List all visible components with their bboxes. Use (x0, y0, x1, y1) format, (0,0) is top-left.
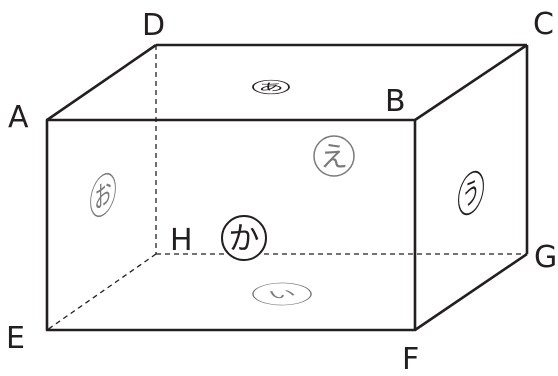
vertex-labels: A B C D E F G H (6, 7, 557, 376)
vertex-label-F: F (402, 342, 419, 376)
edge-GF (414, 252, 528, 332)
vertex-label-D: D (142, 8, 165, 43)
edge-HE (46, 253, 157, 331)
vertex-label-G: G (534, 240, 557, 275)
hidden-edges (46, 45, 527, 331)
face-label-left: お (90, 172, 116, 218)
face-label-top-text: あ (258, 81, 284, 93)
face-label-front-text: か (229, 221, 260, 257)
face-label-top: あ (252, 79, 290, 95)
face-label-bottom: い (252, 282, 312, 306)
face-label-left-text: お (94, 174, 111, 217)
face-label-back-text: え (320, 140, 348, 173)
face-label-right-text: う (462, 172, 479, 215)
vertex-label-C: C (533, 7, 554, 42)
face-label-bottom-text: い (265, 287, 299, 301)
vertex-label-E: E (6, 321, 25, 356)
vertex-label-B: B (385, 84, 406, 119)
face-label-right: う (458, 170, 484, 216)
face-label-back: え (313, 135, 355, 177)
edge-AD (46, 43, 157, 122)
vertex-label-A: A (8, 100, 29, 135)
face-label-front: か (221, 215, 267, 261)
edge-BC (414, 43, 528, 122)
vertex-label-H: H (170, 223, 193, 258)
visible-edges (45, 43, 529, 332)
rectangular-prism: A B C D E F G H あ え う お か (6, 7, 557, 376)
